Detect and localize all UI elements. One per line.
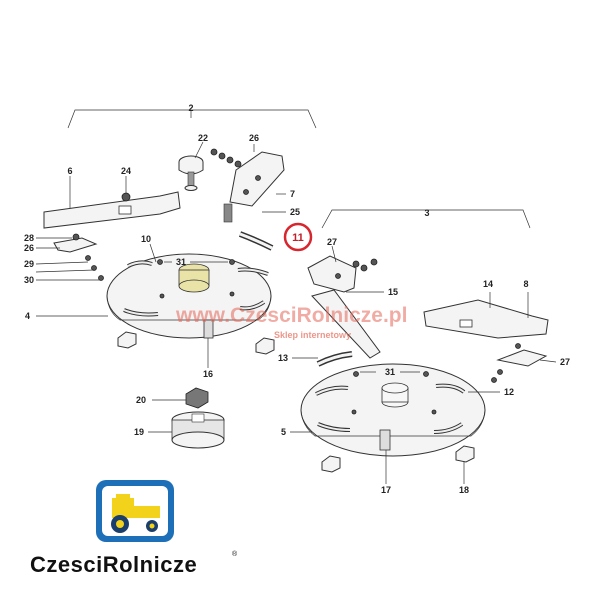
watermark: www.CzesciRolnicze.pl Sklep internetowy	[175, 304, 407, 340]
callout-6: 6	[67, 166, 72, 176]
part-19-pulley	[171, 411, 225, 449]
callout-30: 30	[24, 275, 34, 285]
callout-16: 16	[203, 369, 213, 379]
callout-18: 18	[459, 485, 469, 495]
callout-19: 19	[134, 427, 144, 437]
left-disc-assembly	[106, 253, 275, 355]
left-blade	[53, 233, 104, 281]
registered-mark: ®	[232, 550, 238, 558]
part-13-blade	[316, 351, 353, 367]
callout-25: 25	[290, 207, 300, 217]
callout-20: 20	[136, 395, 146, 405]
callout-5: 5	[281, 427, 286, 437]
callout-28: 28	[24, 233, 34, 243]
brand-name: CzesciRolnicze	[30, 552, 197, 577]
callout-3: 3	[424, 208, 429, 218]
brand-logo[interactable]: CzesciRolnicze ®	[30, 480, 238, 577]
right-knife-bar	[423, 299, 549, 339]
callout-10: 10	[141, 234, 151, 244]
callout-13: 13	[278, 353, 288, 363]
callout-8: 8	[523, 279, 528, 289]
leader-lines	[35, 110, 557, 484]
tractor-icon	[96, 480, 174, 542]
washers-27	[352, 258, 378, 272]
callout-27-right: 27	[560, 357, 570, 367]
right-disc-assembly	[300, 363, 486, 473]
callout-11-highlight[interactable]: 11	[283, 222, 313, 252]
callout-4: 4	[25, 311, 30, 321]
callout-26-top: 26	[249, 133, 259, 143]
callout-17: 17	[381, 485, 391, 495]
part-11-blade	[238, 231, 274, 251]
callout-22: 22	[198, 133, 208, 143]
callout-27-top: 27	[327, 237, 337, 247]
left-knife-bar	[43, 191, 181, 229]
part-20-nut	[185, 387, 209, 409]
group-bracket-2	[67, 109, 317, 129]
right-blade	[491, 343, 548, 383]
group-bracket-3	[321, 209, 531, 229]
callout-labels: 2 3 22 26 6 24 7 25 28 26 29 30 4 10 31 …	[24, 103, 570, 495]
callout-26-left: 26	[24, 243, 34, 253]
callout-15: 15	[388, 287, 398, 297]
callout-31-left: 31	[176, 257, 186, 267]
callout-29: 29	[24, 259, 34, 269]
knife-holder-15	[307, 255, 381, 359]
brand-name-part2: Rolnicze	[103, 552, 197, 577]
callout-14: 14	[483, 279, 493, 289]
watermark-tagline: Sklep internetowy	[274, 330, 351, 340]
washers-26	[210, 148, 242, 168]
brand-name-part1: Czesci	[30, 552, 103, 577]
callout-11: 11	[292, 232, 304, 244]
callout-12: 12	[504, 387, 514, 397]
knife-holder-7	[223, 151, 285, 223]
callout-31-right: 31	[385, 367, 395, 377]
watermark-site: www.CzesciRolnicze.pl	[175, 304, 407, 327]
callout-24: 24	[121, 166, 131, 176]
part-22-cap	[178, 155, 204, 191]
callout-2: 2	[188, 103, 193, 113]
callout-7: 7	[290, 189, 295, 199]
